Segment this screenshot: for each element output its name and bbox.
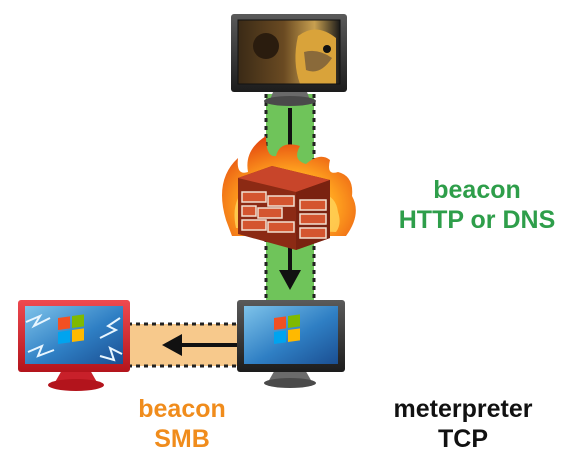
smb-channel (128, 322, 246, 368)
beacon-http-line1: beacon (433, 176, 521, 204)
attacker-monitor (231, 14, 347, 106)
firewall-icon (222, 136, 356, 250)
smb-arrow-head (162, 334, 182, 356)
windows-logo-icon (58, 314, 84, 344)
compromised-windows-monitor (18, 300, 130, 391)
lightning-icon (25, 313, 123, 362)
windows-logo-icon (274, 314, 300, 344)
beacon-smb-line2: SMB (154, 425, 210, 453)
windows-monitor (237, 300, 345, 388)
meterpreter-line1: meterpreter (393, 395, 533, 423)
beacon-http-dns-label: beacon HTTP or DNS (388, 175, 566, 235)
meterpreter-line2: TCP (438, 425, 488, 453)
http-arrow-head (279, 270, 301, 290)
meterpreter-tcp-label: meterpreter TCP (388, 394, 538, 454)
beacon-smb-label: beacon SMB (118, 394, 246, 454)
beacon-smb-line1: beacon (138, 395, 226, 423)
beacon-http-line2: HTTP or DNS (398, 206, 556, 234)
